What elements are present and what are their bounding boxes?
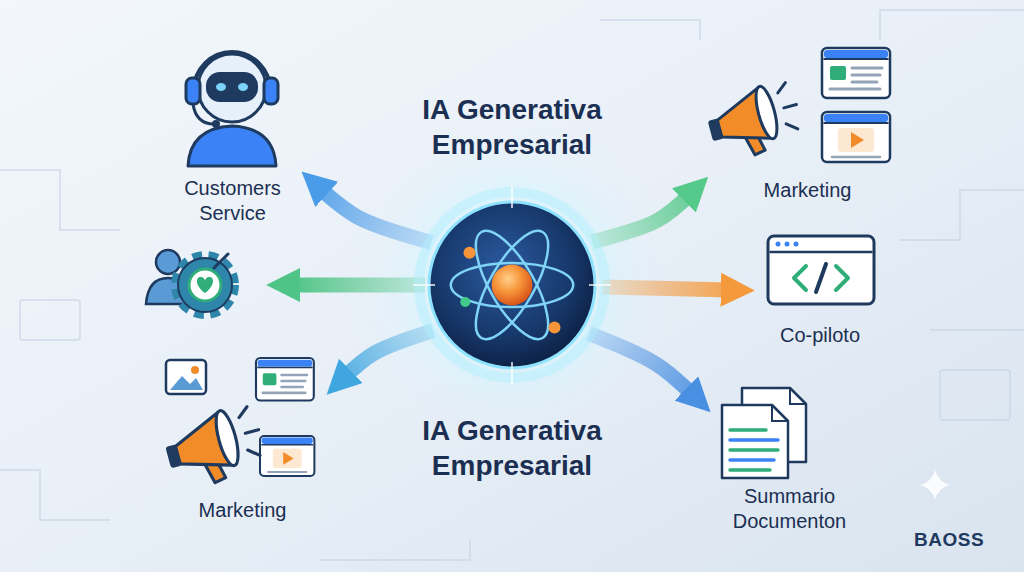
connector-arrow — [603, 287, 731, 290]
code-window-icon — [768, 236, 874, 304]
use-case-node: Marketing — [710, 45, 905, 207]
arrow-to-settings — [290, 278, 425, 293]
use-case-label: Marketing — [718, 178, 898, 203]
connector-arrow — [319, 188, 431, 243]
use-case-label: Co-piloto — [758, 323, 883, 348]
connector-arrow — [344, 331, 434, 379]
use-case-label: Marketing — [163, 498, 323, 523]
use-case-node: Customers Service — [165, 45, 300, 230]
marketing-icon-left — [160, 358, 314, 493]
use-case-node: Co-piloto — [755, 232, 885, 352]
diagram-title: IA Generativa Empresarial — [372, 92, 652, 162]
use-case-node: Summario Documenton — [712, 380, 867, 540]
core-heading: IA Generativa Empresarial — [372, 413, 652, 483]
robot-headset-icon — [186, 52, 278, 166]
connector-arrow — [589, 334, 694, 396]
use-case-label: Customers Service — [170, 176, 295, 226]
core-orb: IA Generativa Empresarial — [427, 200, 597, 370]
connector-arrow — [592, 193, 691, 241]
watermark: BAOSS — [914, 529, 984, 551]
sparkle — [920, 470, 950, 500]
atom-illustration — [413, 186, 611, 384]
use-case-label: Summario Documenton — [717, 484, 862, 534]
orb-shape — [427, 200, 597, 370]
use-case-node: Marketing — [160, 355, 325, 527]
marketing-icon-right — [703, 48, 890, 164]
settings-gear-icon — [146, 250, 233, 313]
documents-icon — [722, 388, 806, 478]
tech-lines — [0, 10, 1024, 560]
